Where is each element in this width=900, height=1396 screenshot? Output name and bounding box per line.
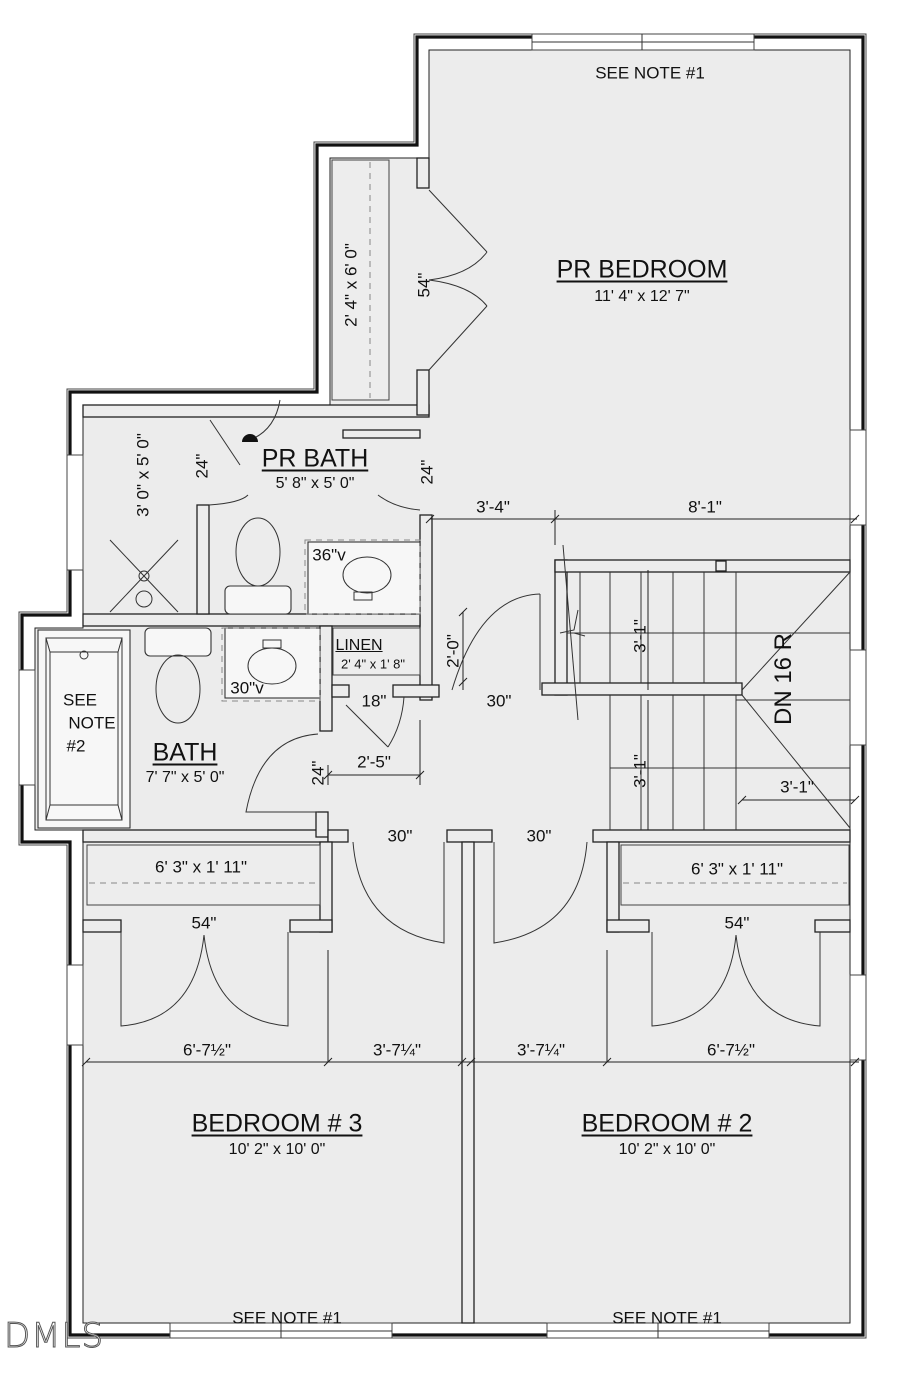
pr-vanity-label: 36"v (312, 545, 346, 565)
bedroom2-title: BEDROOM # 2 (581, 1109, 753, 1138)
exterior-walls (18, 33, 867, 1339)
shower-size: 3' 0" x 5' 0" (133, 433, 153, 517)
dimension-lines (81, 510, 860, 1067)
pr-bedroom-title: PR BEDROOM (556, 255, 728, 284)
stair-run-dim: 8'-1" (688, 497, 722, 517)
bedroom3-size: 10' 2" x 10' 0" (228, 1141, 326, 1158)
bed2-closet-door-width: 54" (724, 913, 750, 933)
bedroom2-note: SEE NOTE #1 (612, 1308, 722, 1328)
bed3-left-dim: 6'-7½" (182, 1040, 232, 1060)
bath-vanity-label: 30"v (230, 678, 264, 698)
linen-size: 2' 4" x 1' 8" (340, 656, 406, 672)
bedroom2-size: 10' 2" x 10' 0" (618, 1141, 716, 1158)
stair-width-3: 3'-1" (780, 777, 814, 797)
linen-2-5-dim: 2'-5" (357, 752, 391, 772)
hall-width-dim: 3'-4" (476, 497, 510, 517)
bed2-right-dim: 6'-7½" (706, 1040, 756, 1060)
pr-bath-door-width: 24" (417, 459, 437, 485)
bed3-closet-size: 6' 3" x 1' 11" (155, 857, 247, 877)
bed2-left-dim: 3'-7¼" (516, 1040, 566, 1060)
pr-bath-size: 5' 8" x 5' 0" (275, 475, 355, 492)
closet-shelves (86, 159, 850, 906)
hall-door-width: 30" (486, 691, 512, 711)
bed3-closet-door-width: 54" (191, 913, 217, 933)
bed3-right-dim: 3'-7¼" (372, 1040, 422, 1060)
stairs-direction-label: DN 16 R (770, 632, 797, 726)
bath-title: BATH (152, 738, 218, 767)
pr-bath-title: PR BATH (261, 444, 369, 473)
fixtures (37, 434, 421, 829)
bedroom3-note: SEE NOTE #1 (232, 1308, 342, 1328)
stairs (559, 544, 851, 830)
stair-width-1: 3'-1" (630, 619, 650, 653)
bath-size: 7' 7" x 5' 0" (145, 769, 225, 786)
bath-note-line3: #2 (66, 736, 86, 756)
doors (120, 189, 821, 1027)
pr-bedroom-note: SEE NOTE #1 (595, 63, 705, 83)
bed3-door-width: 30" (387, 826, 413, 846)
bed2-closet-size: 6' 3" x 1' 11" (691, 859, 783, 879)
interior-walls (82, 157, 851, 1324)
windows (18, 33, 867, 1339)
bath-note-line2: NOTE (68, 713, 116, 733)
shower-door-width: 24" (192, 453, 212, 479)
bed2-door-width: 30" (526, 826, 552, 846)
bedroom3-title: BEDROOM # 3 (191, 1109, 363, 1138)
linen-door-width: 18" (361, 691, 387, 711)
stair-width-2: 3'-1" (630, 754, 650, 788)
watermark-logo: DMLS (3, 1316, 105, 1357)
pr-closet-door-width: 54" (414, 272, 434, 298)
hall-2-0-dim: 2'-0" (443, 634, 463, 668)
bath-note-line1: SEE (62, 690, 98, 710)
pr-closet-size: 2' 4" x 6' 0" (341, 243, 361, 327)
bath-door-width: 24" (308, 760, 328, 786)
pr-bedroom-size: 11' 4" x 12' 7" (594, 288, 690, 305)
linen-title: LINEN (335, 637, 383, 654)
